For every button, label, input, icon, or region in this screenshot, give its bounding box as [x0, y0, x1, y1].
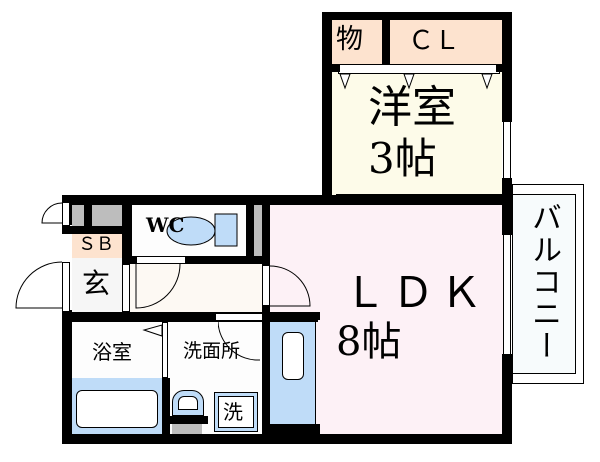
bathroom-label: 浴室	[92, 340, 132, 364]
storage-label: 物	[336, 24, 363, 55]
balcony-inner	[512, 194, 576, 374]
wall	[62, 195, 512, 205]
toilet-label: WC	[146, 213, 185, 237]
balcony-label: バルコニー	[526, 202, 561, 362]
entrance-label: 玄	[82, 267, 111, 300]
hallway	[122, 264, 262, 312]
washer-inner	[218, 396, 254, 428]
wall	[502, 195, 512, 235]
hall-partition	[122, 264, 130, 312]
washroom-door[interactable]	[215, 313, 263, 321]
wall	[322, 12, 332, 202]
wall	[270, 424, 320, 434]
gray-block	[72, 205, 84, 227]
bath-door[interactable]	[162, 322, 168, 378]
sink-basin	[178, 396, 198, 410]
wall	[382, 18, 390, 74]
wall	[84, 205, 92, 227]
wall	[330, 64, 340, 72]
wall	[262, 305, 270, 444]
western-room-size: 3帖	[368, 134, 437, 183]
wall	[62, 434, 512, 444]
entrance	[72, 258, 122, 312]
window	[503, 235, 511, 354]
ldk-size: 8帖	[336, 319, 402, 365]
window	[503, 122, 511, 178]
wall	[502, 178, 512, 206]
wall	[502, 354, 512, 444]
closet-door-marks-icon	[339, 73, 493, 90]
bathtub-inner	[76, 390, 158, 428]
door-swing-icon	[270, 265, 311, 307]
wall	[62, 310, 72, 444]
washroom-label: 洗面所	[183, 340, 241, 362]
wall	[62, 312, 318, 322]
gray-block	[92, 205, 122, 227]
door-mark-icon	[142, 324, 163, 337]
storage-room	[330, 18, 382, 64]
wall	[270, 312, 320, 320]
toilet-door[interactable]	[136, 256, 186, 264]
shoe-box-label: ＳＢ	[78, 234, 114, 255]
door-swing-icon	[15, 202, 63, 309]
washer-label: 洗	[223, 400, 243, 424]
door-swing-icon	[218, 322, 261, 361]
wall	[496, 64, 504, 72]
wall	[62, 226, 132, 234]
toilet-fixture-icon	[166, 213, 238, 247]
ldk-label: ＬＤＫ	[344, 268, 489, 317]
wall	[246, 205, 254, 265]
western-room-label: 洋室	[368, 82, 456, 133]
closet	[390, 18, 502, 64]
gray-block	[172, 424, 202, 434]
door-swing-icon	[135, 264, 181, 309]
wall	[322, 12, 510, 20]
gray-block	[254, 205, 262, 257]
wall	[262, 195, 270, 265]
wall	[122, 205, 132, 265]
wall	[122, 256, 262, 264]
shoe-box	[72, 234, 122, 258]
wall	[170, 416, 208, 424]
wall	[162, 378, 170, 438]
entrance-door[interactable]	[62, 262, 70, 312]
small-door[interactable]	[62, 202, 70, 226]
wall	[502, 12, 512, 122]
kitchen-sink	[282, 332, 304, 380]
closet-label: ＣＬ	[408, 26, 461, 56]
